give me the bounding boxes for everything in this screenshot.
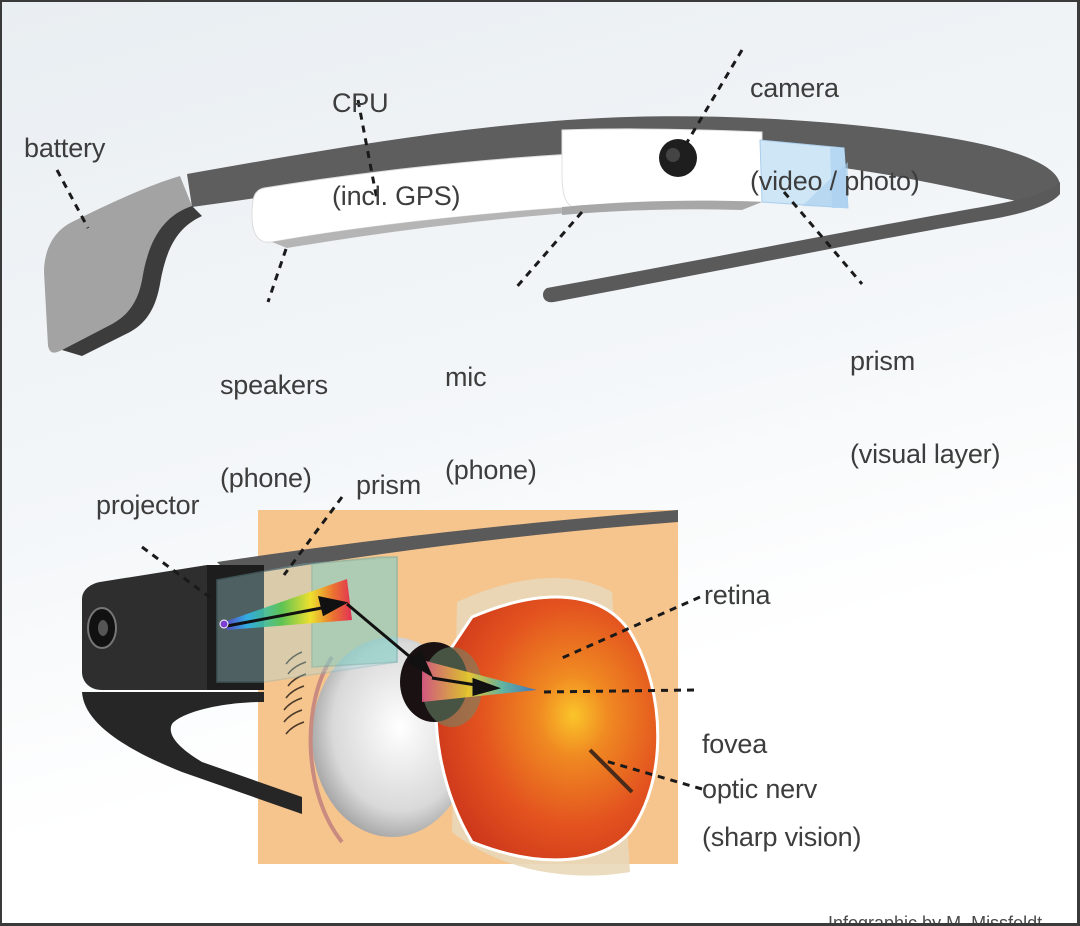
- label-fovea: fovea (sharp vision): [702, 667, 861, 915]
- label-camera: camera (video / photo): [750, 11, 920, 259]
- label-speakers-sub: (phone): [220, 463, 312, 493]
- leader-camera: [684, 49, 744, 145]
- label-optic-nerve: optic nerv: [702, 774, 818, 804]
- label-prism-top-sub: (visual layer): [850, 439, 1001, 469]
- camera-housing-bottom: [562, 200, 762, 215]
- frame-band-bottom: [217, 510, 678, 577]
- glass-side-view: [44, 116, 1060, 356]
- label-speakers: speakers (phone): [220, 308, 328, 556]
- label-retina: retina: [704, 580, 771, 610]
- optics-diagram: [82, 510, 678, 876]
- label-mic: mic (phone): [445, 300, 537, 548]
- label-prism-top: prism (visual layer): [850, 284, 1000, 532]
- label-mic-sub: (phone): [445, 455, 537, 485]
- label-cpu: CPU (incl. GPS): [332, 26, 461, 274]
- temple-return: [542, 182, 1060, 303]
- label-prism-bottom: prism: [356, 470, 421, 500]
- leader-cpu: [356, 99, 379, 201]
- leader-lines-top: [55, 49, 864, 303]
- leader-mic: [512, 211, 584, 291]
- label-prism-top-title: prism: [850, 346, 915, 376]
- cpu-housing-bottom: [272, 207, 582, 248]
- label-mic-title: mic: [445, 362, 487, 392]
- label-camera-sub: (video / photo): [750, 166, 920, 196]
- label-speakers-title: speakers: [220, 370, 328, 400]
- retina: [434, 595, 660, 862]
- credit-author: Infographic by M. Missfeldt: [828, 913, 1043, 923]
- frame-band: [187, 116, 1060, 207]
- eyelashes: [283, 651, 307, 735]
- optic-nerve: [588, 748, 634, 794]
- light-path-arrows: [226, 596, 501, 696]
- temple-arm: [82, 692, 302, 814]
- label-fovea-title: fovea: [702, 729, 768, 759]
- label-battery: battery: [24, 133, 106, 163]
- leader-battery: [55, 169, 90, 229]
- leader-speakers: [266, 248, 288, 303]
- label-camera-title: camera: [750, 73, 839, 103]
- label-projector: projector: [96, 490, 200, 520]
- label-cpu-title: CPU: [332, 88, 389, 118]
- leader-projector: [141, 545, 213, 601]
- battery-piece: [44, 176, 192, 353]
- light-beam-projector: [224, 579, 352, 630]
- label-fovea-sub: (sharp vision): [702, 822, 862, 852]
- credit: Infographic by M. Missfeldt www.brille-k…: [828, 868, 1042, 923]
- leader-lines-bottom: [141, 496, 703, 791]
- leader-prism-bottom: [282, 496, 344, 576]
- battery-edge: [62, 206, 202, 356]
- leader-optic-nerve: [601, 758, 703, 791]
- label-cpu-sub: (incl. GPS): [332, 181, 461, 211]
